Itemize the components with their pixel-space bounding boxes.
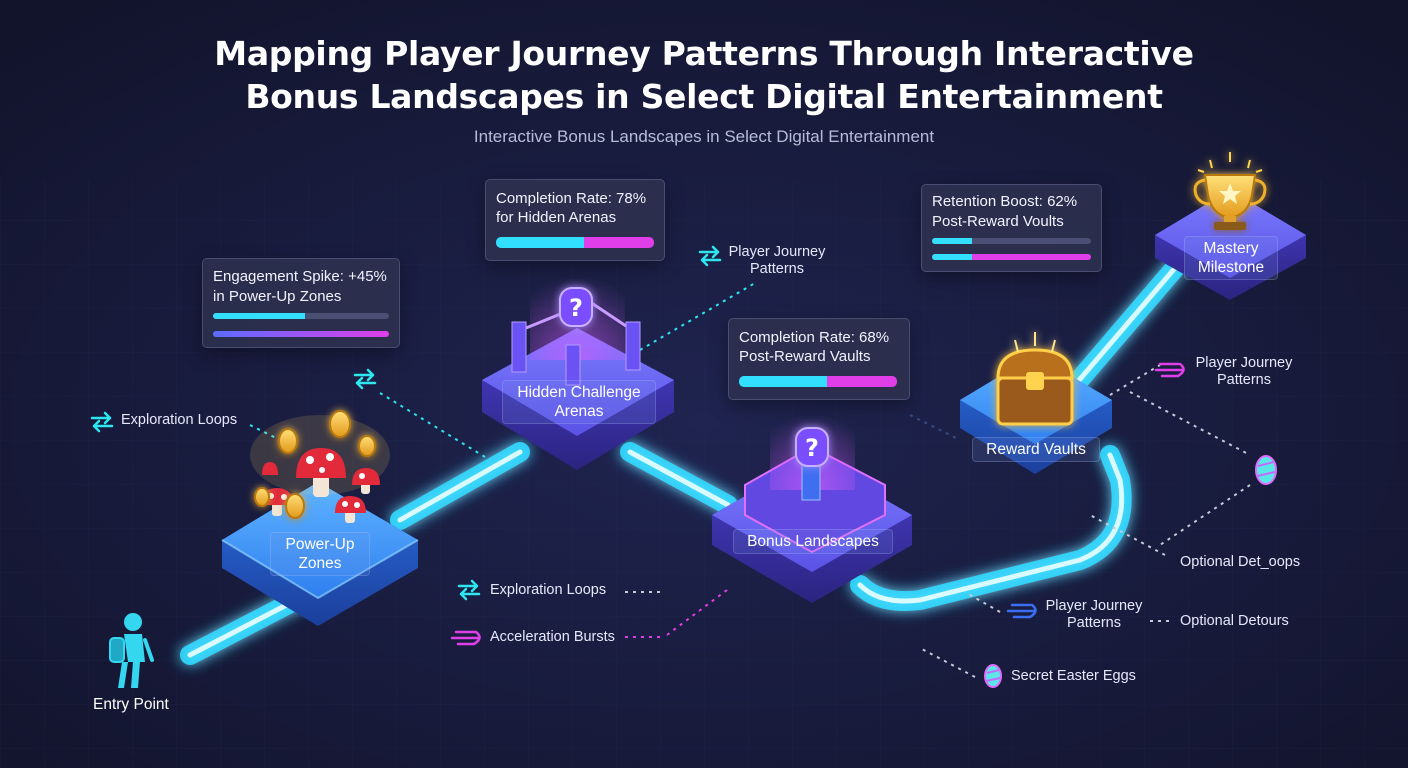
stat-bar <box>739 376 897 387</box>
speed-lines-icon <box>1154 362 1185 378</box>
question-mark-icon: ? <box>795 427 829 467</box>
stat-bar-cyan <box>496 237 585 248</box>
repeat-arrows-icon <box>353 368 377 390</box>
platform-label-hidden-arenas: Hidden Challenge Arenas <box>502 380 656 424</box>
stat-card-bonus: Completion Rate: 68% Post-Reward Vaults <box>728 318 910 400</box>
page-subtitle: Interactive Bonus Landscapes in Select D… <box>473 127 935 146</box>
stat-bar-cyan <box>739 376 828 387</box>
stat-bar-cyan <box>213 313 305 319</box>
annotation-player-journey: Player Journey Patterns <box>1045 598 1143 631</box>
speed-lines-icon <box>450 630 481 646</box>
stat-card-engagement: Engagement Spike: +45% in Power-Up Zones <box>202 258 400 348</box>
annotation-exploration-loops: Exploration Loops <box>490 582 607 598</box>
question-mark-icon: ? <box>559 287 593 327</box>
easter-egg-icon <box>984 664 1002 688</box>
annotation-player-journey: Player Journey Patterns <box>728 244 826 277</box>
stat-card-hidden-arenas: Completion Rate: 78% for Hidden Arenas <box>485 179 665 261</box>
page-title-line-2: Bonus Landscapes in Select Digital Enter… <box>245 77 1163 116</box>
platform-label-bonus: Bonus Landscapes <box>733 529 893 554</box>
repeat-arrows-icon <box>698 245 722 267</box>
speed-lines-icon <box>1006 603 1037 619</box>
stat-bar-magenta <box>584 237 654 248</box>
repeat-arrows-icon <box>457 579 481 601</box>
svg-text:?: ? <box>805 434 819 462</box>
stat-bar-magenta <box>827 376 897 387</box>
platform-label-power-up: Power-Up Zones <box>270 532 370 576</box>
stat-bar <box>213 313 389 319</box>
backpacker-icon <box>109 613 154 688</box>
stat-bar <box>932 254 1091 260</box>
treasure-chest-icon <box>996 332 1074 426</box>
annotation-exploration-loops: Exploration Loops <box>121 412 238 428</box>
stat-card-line: in Power-Up Zones <box>213 288 342 305</box>
entry-point-label: Entry Point <box>93 696 169 713</box>
stat-bar-cyan <box>932 254 972 260</box>
stat-bar-cyan <box>932 238 972 244</box>
annotation-optional-detloops: Optional Det_oops <box>1180 554 1301 570</box>
platform-bonus-landscapes <box>712 395 912 603</box>
trophy-icon <box>1193 152 1267 230</box>
stat-card-line: Post-Reward Vaults <box>739 348 871 365</box>
stat-bar-gradient <box>213 331 389 337</box>
platform-mastery <box>1155 190 1306 300</box>
platform-label-reward-vaults: Reward Vaults <box>972 437 1100 462</box>
platform-label-mastery: Mastery Milestone <box>1184 236 1278 280</box>
stat-bar-magenta <box>971 254 1091 260</box>
stat-card-line: for Hidden Arenas <box>496 209 617 226</box>
annotation-acceleration-bursts: Acceleration Bursts <box>490 629 615 645</box>
stat-card-line: Completion Rate: 68% <box>739 329 890 346</box>
dotted-connectors <box>249 282 1251 678</box>
stat-bar <box>932 238 1091 244</box>
easter-egg-icon <box>1255 455 1277 485</box>
stat-card-line: Post-Reward Voults <box>932 213 1064 230</box>
page-title-line-1: Mapping Player Journey Patterns Through … <box>214 34 1194 73</box>
repeat-arrows-icon <box>90 411 114 433</box>
stat-card-line: Engagement Spike: +45% <box>213 268 387 285</box>
stat-card-line: Completion Rate: 78% <box>496 190 647 207</box>
svg-text:?: ? <box>569 294 583 322</box>
stat-card-line: Retention Boost: 62% <box>932 193 1078 210</box>
annotation-secret-easter-eggs: Secret Easter Eggs <box>1011 668 1136 684</box>
stat-card-retention: Retention Boost: 62% Post-Reward Voults <box>921 184 1102 272</box>
journey-path <box>180 258 1185 665</box>
annotation-optional-detours: Optional Detours <box>1180 613 1289 629</box>
stat-bar <box>496 237 654 248</box>
coin-icon <box>254 410 376 519</box>
annotation-player-journey: Player Journey Patterns <box>1195 355 1293 388</box>
stat-bar <box>213 331 389 337</box>
